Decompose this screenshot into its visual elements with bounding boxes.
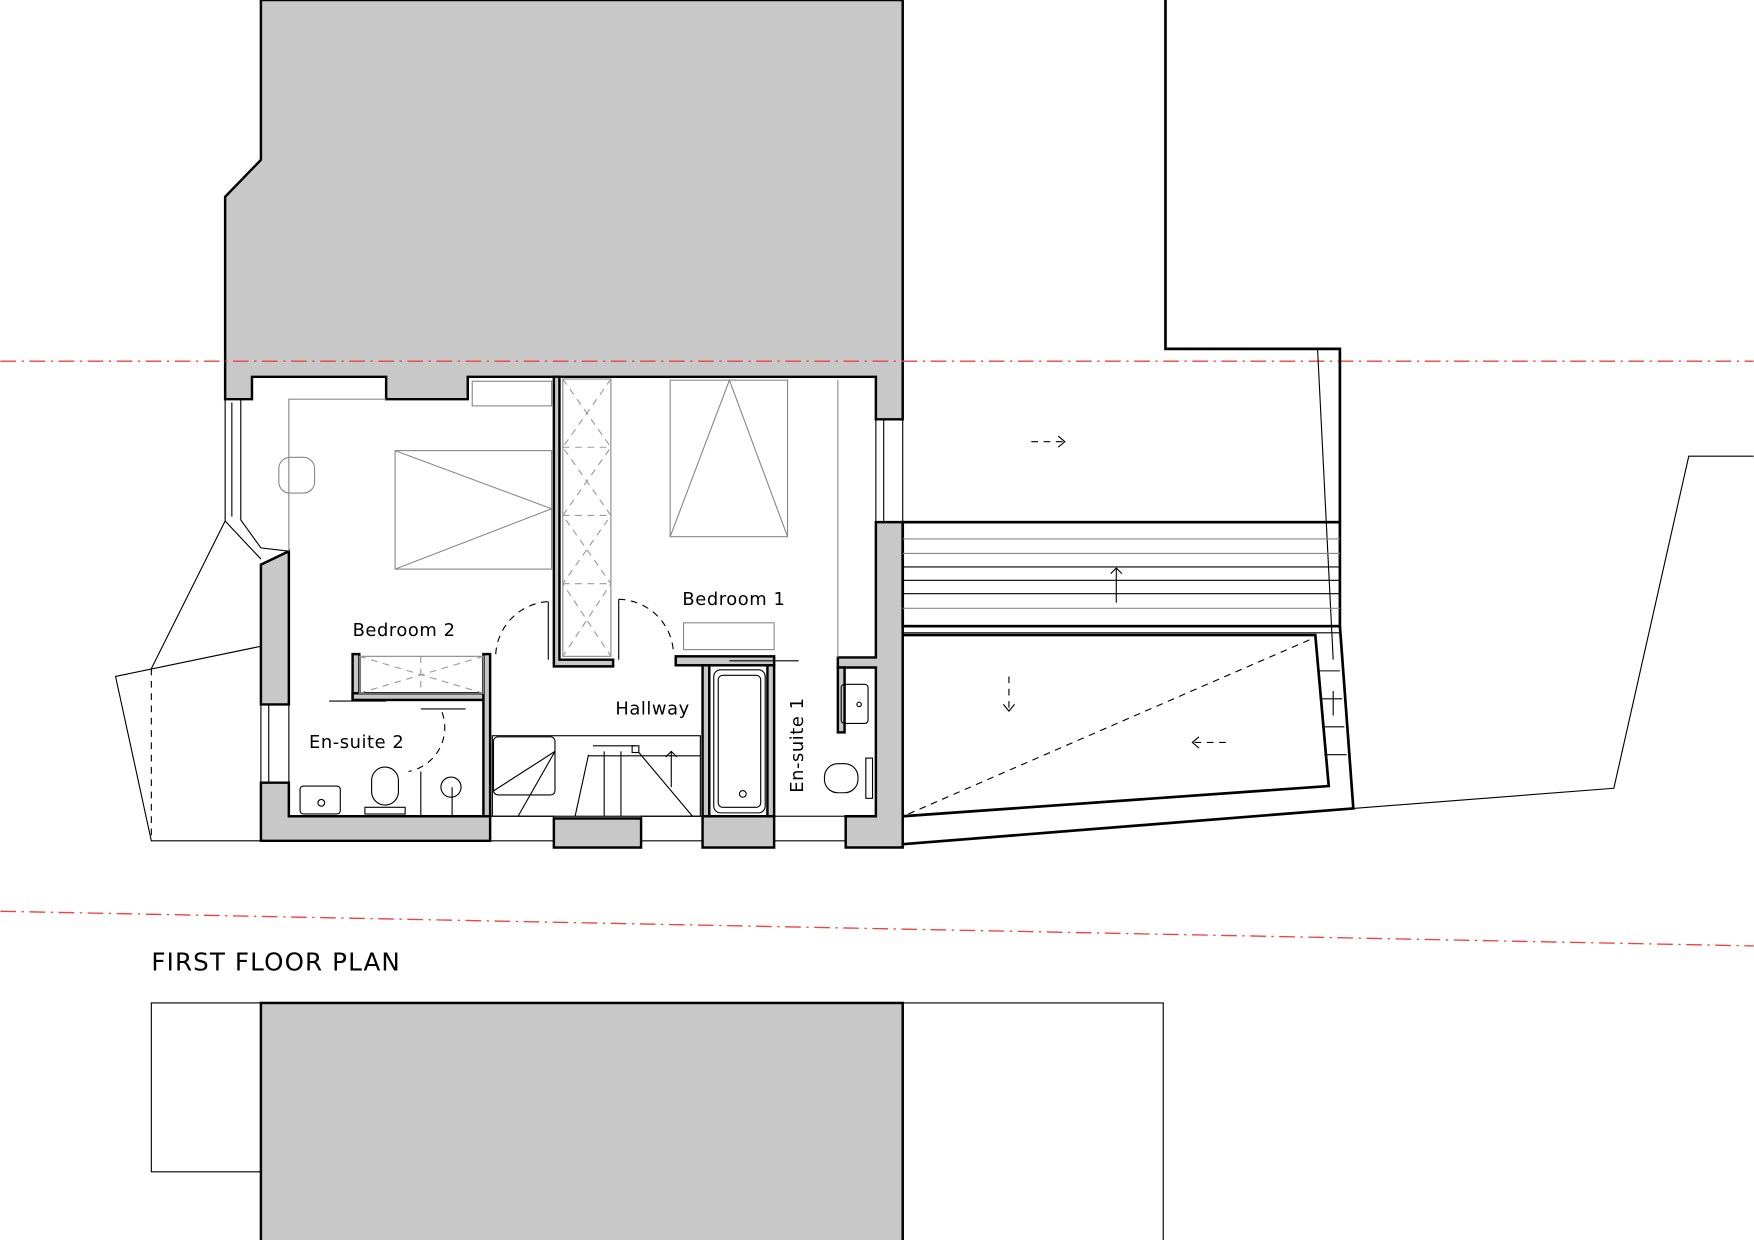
room-label-bedroom1: Bedroom 1 — [682, 589, 785, 610]
boundary-line-bottom — [0, 910, 1754, 947]
staircase — [491, 735, 701, 817]
doors — [329, 598, 799, 773]
exterior-site — [901, 0, 1754, 846]
lower-plan-outline — [150, 1001, 1164, 1240]
room-label-ensuite1: En-suite 1 — [787, 697, 808, 792]
bedroom1-furniture — [669, 378, 839, 658]
neighbour-building-top — [223, 0, 904, 421]
exterior-left — [114, 520, 262, 842]
hallway-wardrobe — [562, 378, 612, 657]
ensuite2-fixtures — [299, 766, 462, 817]
bedroom2-furniture — [278, 380, 554, 694]
ensuite1-fixtures — [713, 669, 874, 814]
drawing-title: FIRST FLOOR PLAN — [151, 948, 401, 977]
room-label-bedroom2: Bedroom 2 — [353, 620, 456, 641]
windows — [224, 398, 904, 842]
room-label-hallway: Hallway — [615, 698, 689, 719]
room-label-ensuite2: En-suite 2 — [309, 732, 404, 753]
